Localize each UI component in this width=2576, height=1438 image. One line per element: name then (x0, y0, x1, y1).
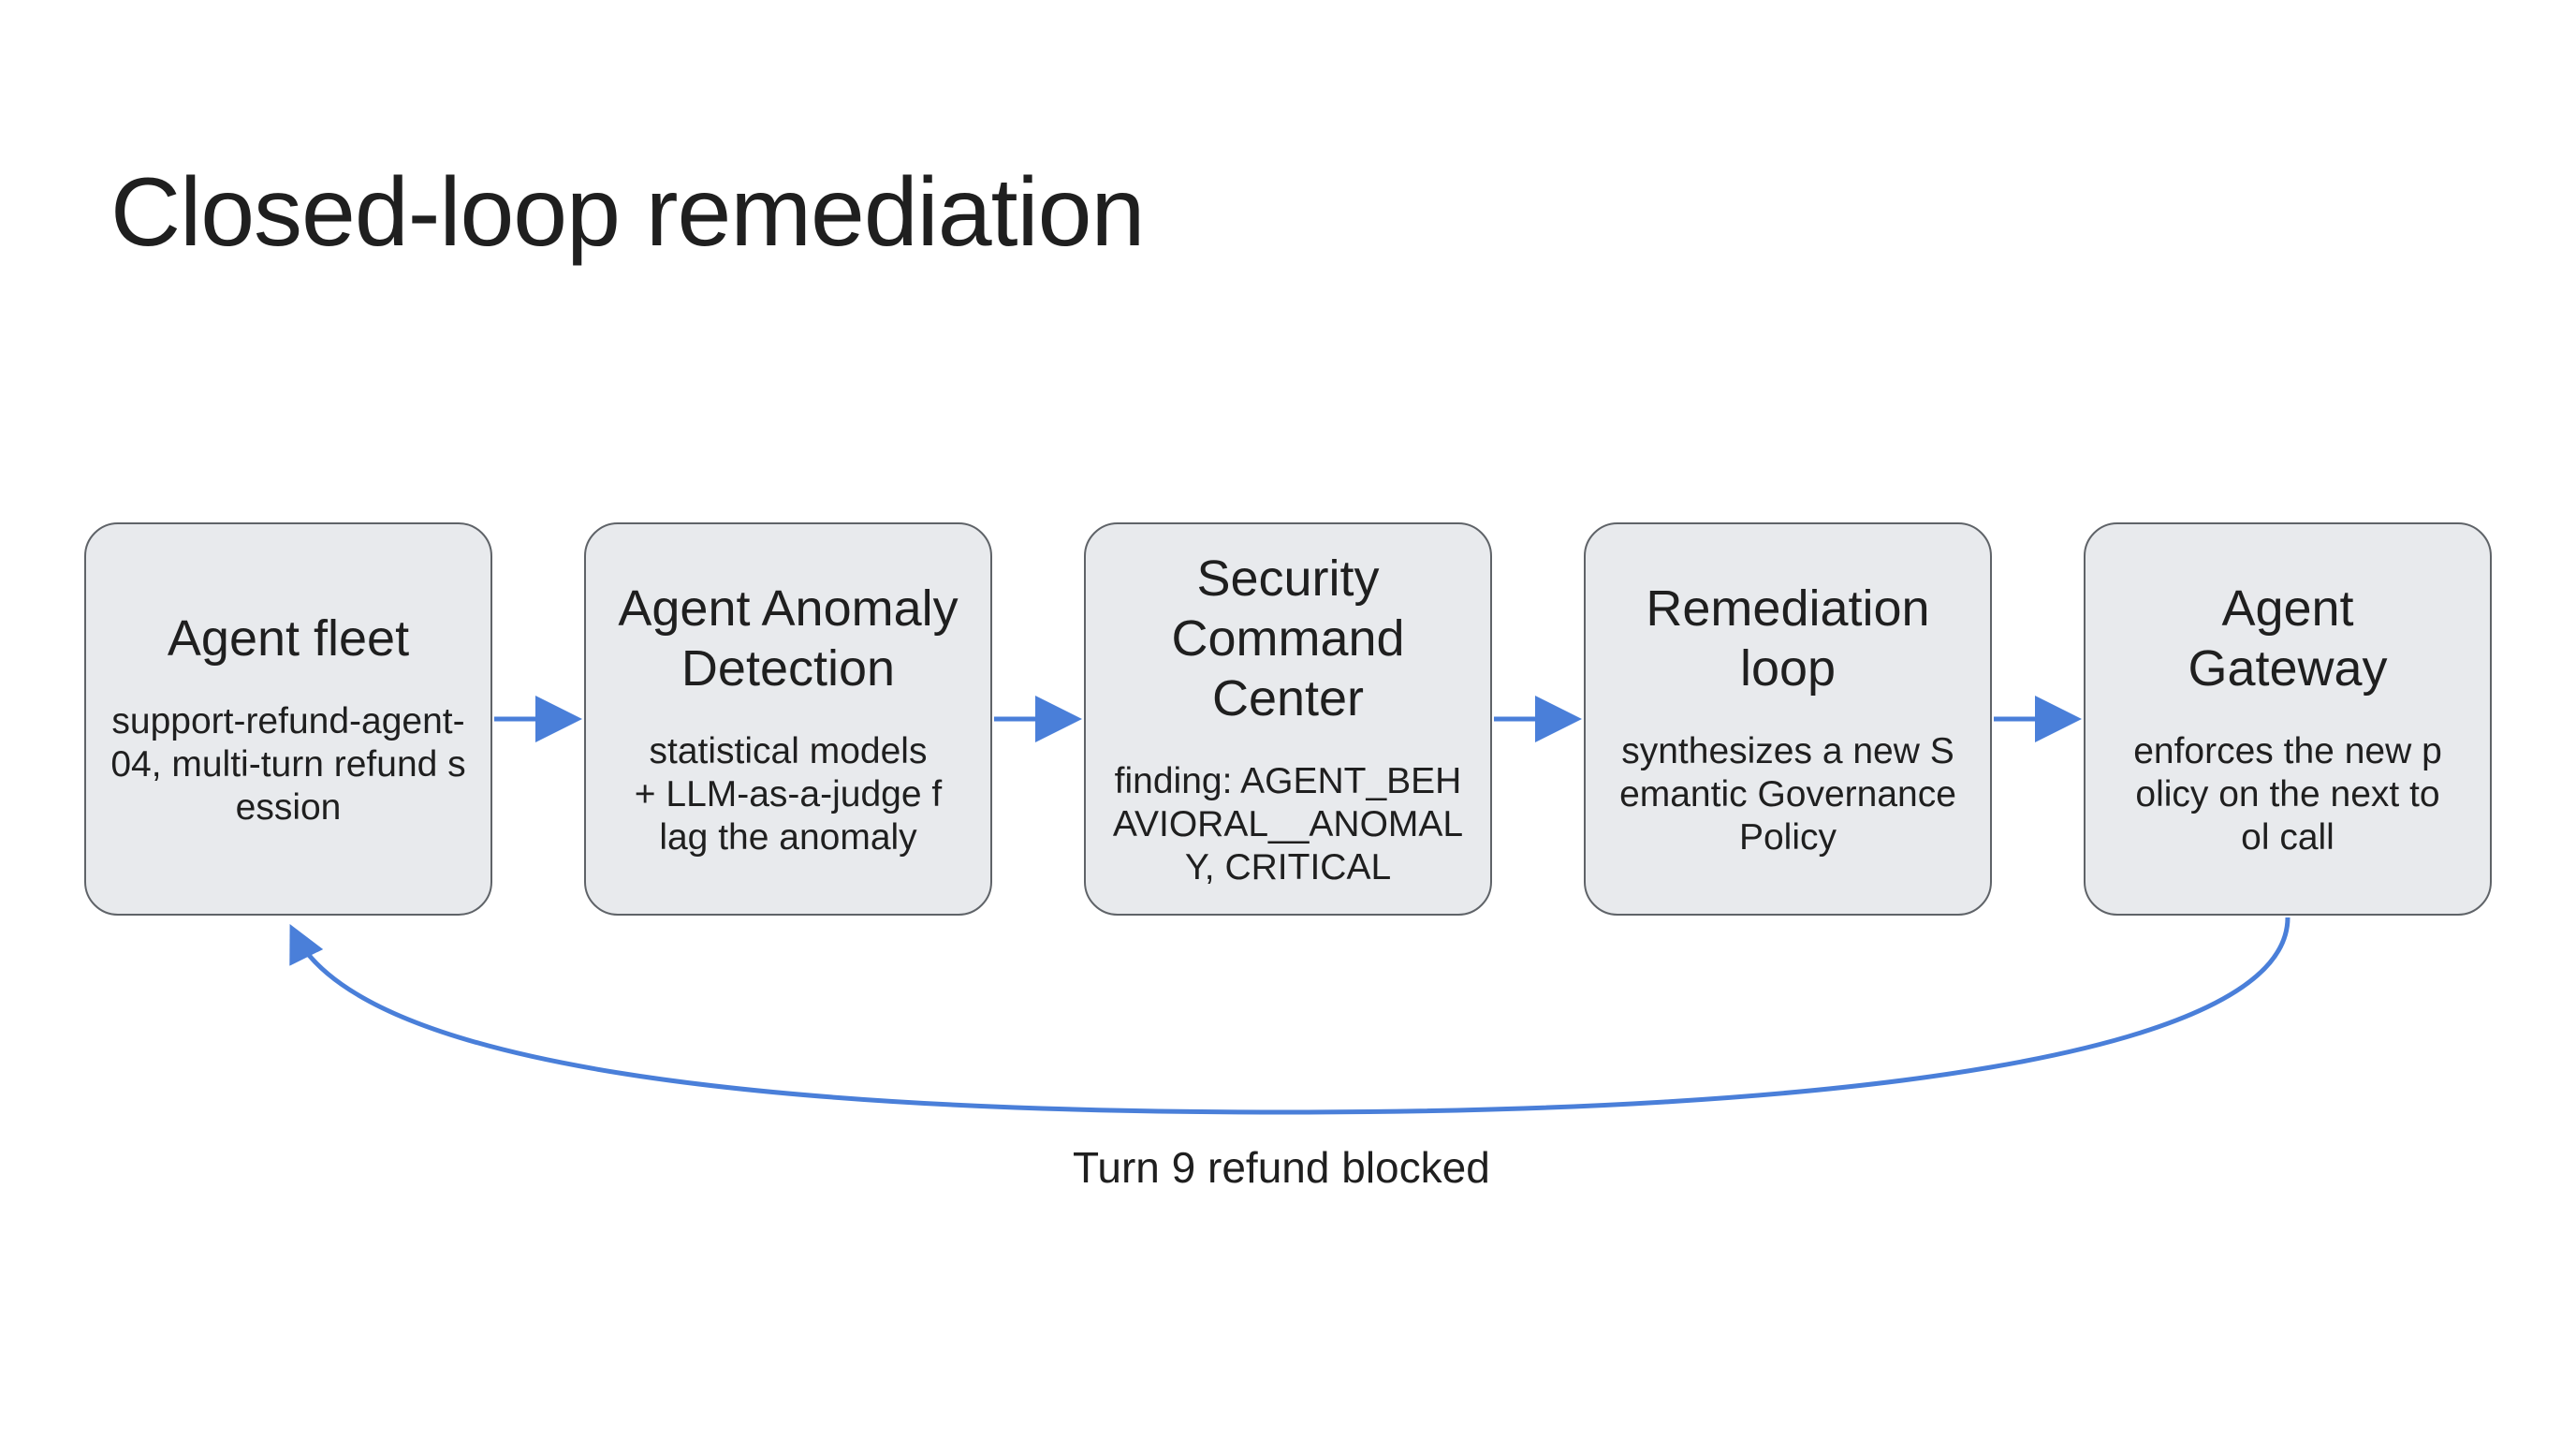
loop-label: Turn 9 refund blocked (1073, 1143, 1490, 1192)
node-agent-gateway: Agent Gateway enforces the new policy on… (2084, 522, 2492, 916)
feedback-loop-arrow (289, 917, 2291, 1115)
node-description: enforces the new policy on the next tool… (2133, 731, 2442, 858)
node-agent-anomaly-detection: Agent Anomaly Detection statistical mode… (584, 522, 992, 916)
node-title: Agent Anomaly Detection (618, 580, 959, 697)
node-description: statistical models + LLM-as-a-judge flag… (634, 731, 943, 858)
node-title: Agent Gateway (2188, 580, 2388, 697)
node-description: synthesizes a new Semantic Governance Po… (1619, 731, 1956, 858)
node-remediation-loop: Remediation loop synthesizes a new Seman… (1584, 522, 1992, 916)
node-title: Security Command Center (1171, 550, 1405, 726)
node-description: support-refund-agent-04, multi-turn refu… (110, 701, 466, 828)
node-description: finding: AGENT_BEHAVIORAL__ANOMALY, CRIT… (1112, 761, 1464, 888)
node-title: Remediation loop (1646, 580, 1930, 697)
node-agent-fleet: Agent fleet support-refund-agent-04, mul… (84, 522, 492, 916)
node-title: Agent fleet (167, 610, 410, 667)
page-title: Closed-loop remediation (110, 158, 1145, 267)
node-security-command-center: Security Command Center finding: AGENT_B… (1084, 522, 1492, 916)
